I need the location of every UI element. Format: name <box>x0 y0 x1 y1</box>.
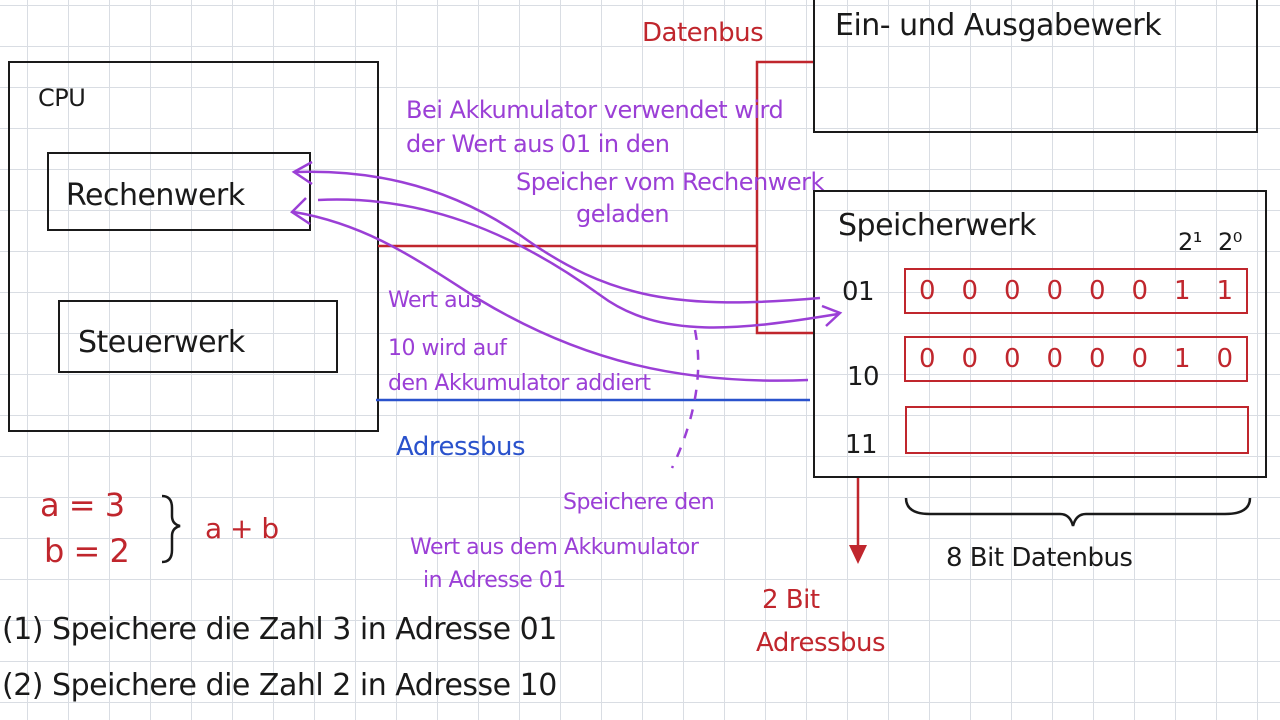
datenbus-line <box>378 60 813 335</box>
bit: 0 <box>961 344 979 374</box>
bit: 0 <box>1003 344 1021 374</box>
data-bus-width-label: 8 Bit Datenbus <box>946 543 1133 573</box>
bit: 0 <box>918 344 936 374</box>
store-arrow <box>317 198 839 329</box>
var-b: b = 2 <box>44 532 130 570</box>
add-note-line-1: Wert aus <box>388 288 482 313</box>
sum-brace <box>161 494 181 564</box>
steuerwerk-box <box>58 300 338 373</box>
add-arrow <box>293 210 809 382</box>
cpu-label: CPU <box>38 84 86 112</box>
ein-ausgabe-box <box>813 0 1258 133</box>
addr-bus-width-label-1: 2 Bit <box>762 585 820 615</box>
bit: 0 <box>1088 276 1106 306</box>
bit: 0 <box>1131 344 1149 374</box>
akku-note-line-4: geladen <box>576 200 670 228</box>
power-1-label: 2¹ <box>1178 228 1202 256</box>
add-note-line-2: 10 wird auf <box>388 336 507 361</box>
ein-ausgabe-label: Ein- und Ausgabewerk <box>835 8 1162 43</box>
adressbus-label: Adressbus <box>396 432 526 462</box>
add-note-line-3: den Akkumulator addiert <box>388 371 651 396</box>
memory-cell-01: 0 0 0 0 0 0 1 1 <box>904 268 1248 314</box>
store-note-line-1: Speichere den <box>563 490 715 515</box>
datenbus-label: Datenbus <box>642 18 764 48</box>
bit: 0 <box>1046 276 1064 306</box>
addr-bus-width-label-2: Adressbus <box>756 628 886 658</box>
var-a: a = 3 <box>40 486 125 524</box>
add-arrow-head <box>290 197 311 226</box>
bit: 0 <box>961 276 979 306</box>
rechenwerk-label: Rechenwerk <box>66 178 245 213</box>
load-arrow <box>295 170 821 304</box>
speicherwerk-label: Speicherwerk <box>838 208 1036 243</box>
step-2: (2) Speichere die Zahl 2 in Adresse 10 <box>2 668 557 703</box>
bits-brace <box>904 497 1252 527</box>
memory-cell-10: 0 0 0 0 0 0 1 0 <box>904 336 1248 382</box>
rechenwerk-box <box>47 152 311 231</box>
bit: 1 <box>1173 344 1191 374</box>
akku-note-line-3: Speicher vom Rechenwerk <box>516 168 824 196</box>
step-1: (1) Speichere die Zahl 3 in Adresse 01 <box>2 612 557 647</box>
adressbus-arrow-head <box>849 545 867 564</box>
akku-note-line-1: Bei Akkumulator verwendet wird <box>406 96 784 124</box>
memory-cell-11 <box>905 406 1249 454</box>
store-arrow-head <box>821 304 843 327</box>
bit: 0 <box>1216 344 1234 374</box>
sum-expression: a + b <box>205 512 279 545</box>
steuerwerk-label: Steuerwerk <box>78 325 245 360</box>
bit: 0 <box>1046 344 1064 374</box>
address-01-label: 01 <box>842 277 875 307</box>
bit: 0 <box>1131 276 1149 306</box>
speicherwerk-box <box>813 190 1267 478</box>
address-10-label: 10 <box>847 362 880 392</box>
store-note-line-2: Wert aus dem Akkumulator <box>410 535 699 560</box>
store-note-line-3: in Adresse 01 <box>423 568 566 593</box>
dashed-pointer <box>670 329 700 469</box>
bit: 0 <box>1003 276 1021 306</box>
bit: 0 <box>918 276 936 306</box>
bit: 1 <box>1173 276 1191 306</box>
power-0-label: 2⁰ <box>1218 228 1242 256</box>
bit: 1 <box>1216 276 1234 306</box>
bit: 0 <box>1088 344 1106 374</box>
load-arrow-head <box>291 160 313 186</box>
akku-note-line-2: der Wert aus 01 in den <box>406 130 670 158</box>
address-11-label: 11 <box>845 430 878 460</box>
